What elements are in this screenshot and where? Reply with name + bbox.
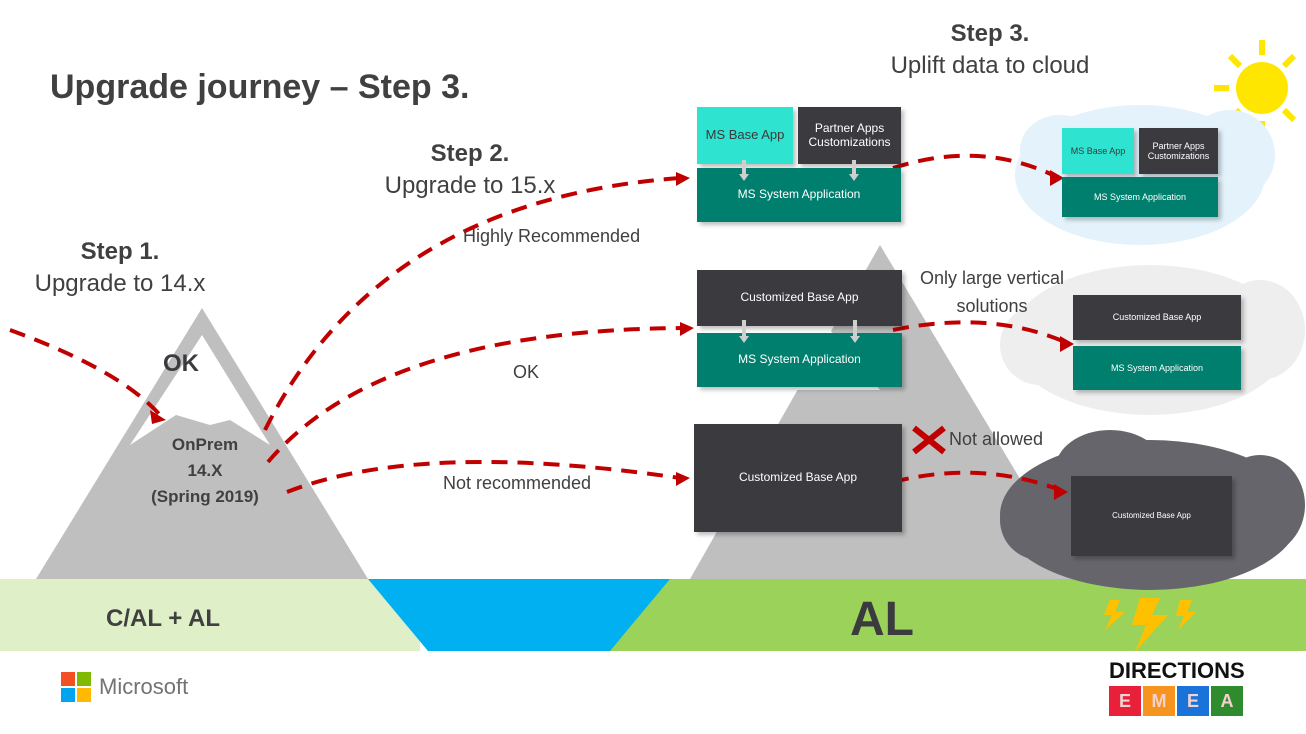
step-3: Step 3. Uplift data to cloud xyxy=(860,20,1120,80)
arrowhead xyxy=(1054,484,1068,500)
ground-left-label: C/AL + AL xyxy=(106,605,221,632)
ground-left xyxy=(0,579,420,651)
customized-base-app-box: Customized Base App xyxy=(697,270,902,326)
emea-tile-a: A xyxy=(1211,686,1243,716)
cloud-ms-system-app-box-2: MS System Application xyxy=(1073,346,1241,390)
arrow-highly-recommended xyxy=(263,176,681,431)
arrow-step3-top xyxy=(892,153,1056,178)
onprem-label: OnPrem 14.X (Spring 2019) xyxy=(130,432,280,510)
arrow-into-onprem xyxy=(9,328,162,417)
arrowhead xyxy=(1050,170,1064,186)
microsoft-wordmark: Microsoft xyxy=(99,674,189,699)
partner-apps-box: Partner Apps Customizations xyxy=(798,107,901,164)
microsoft-logo: Microsoft xyxy=(61,672,188,702)
onprem-ok-label: OK xyxy=(163,350,199,377)
customized-base-app-box-2: Customized Base App xyxy=(694,424,902,532)
note-only-large-vertical: Only large vertical solutions xyxy=(919,268,1065,316)
arrowhead xyxy=(1060,336,1074,352)
cloud-ms-system-app-box: MS System Application xyxy=(1062,177,1218,217)
arrow-not-recommended xyxy=(286,459,681,494)
cloud-partner-apps-box: Partner Apps Customizations xyxy=(1139,128,1218,174)
mountain-left xyxy=(36,308,368,579)
path-label-ok: OK xyxy=(513,362,540,382)
dependency-arrowhead xyxy=(849,174,859,181)
ms-base-app-box: MS Base App xyxy=(697,107,793,164)
dependency-arrow xyxy=(853,320,857,336)
dependency-arrow xyxy=(742,320,746,336)
arrowhead xyxy=(676,472,690,486)
emea-tile-e2: E xyxy=(1177,686,1209,716)
onprem-line-3: (Spring 2019) xyxy=(151,487,259,506)
step-2-subtitle: Upgrade to 15.x xyxy=(384,172,556,199)
arrowhead xyxy=(680,322,694,336)
directions-wordmark: DIRECTIONS xyxy=(1109,658,1245,683)
arrow-step3-middle xyxy=(892,320,1066,344)
step-2: Step 2. Upgrade to 15.x xyxy=(360,140,580,200)
step-1-heading: Step 1. xyxy=(80,238,160,265)
lightning-icon xyxy=(1104,598,1196,652)
water xyxy=(368,579,670,651)
storm-customized-base-app-box: Customized Base App xyxy=(1071,476,1232,556)
onprem-line-1: OnPrem xyxy=(171,435,239,454)
dependency-arrow xyxy=(742,160,746,174)
cloud-customized-base-app-box: Customized Base App xyxy=(1073,295,1241,340)
note-not-allowed: Not allowed xyxy=(949,429,1044,449)
onprem-line-2: 14.X xyxy=(187,461,223,480)
step-3-heading: Step 3. xyxy=(950,20,1030,47)
step-1-subtitle: Upgrade to 14.x xyxy=(34,270,206,297)
step-2-heading: Step 2. xyxy=(430,140,510,167)
mountain-left-snow xyxy=(130,335,270,445)
path-label-not-recommended: Not recommended xyxy=(443,473,592,493)
emea-tile-e: E xyxy=(1109,686,1141,716)
arrow-ok xyxy=(266,326,685,464)
ms-system-app-box-2: MS System Application xyxy=(697,333,902,387)
arrowhead xyxy=(150,410,166,424)
ground-right-label: AL xyxy=(850,593,914,646)
ground-right xyxy=(610,579,1306,651)
dependency-arrowhead xyxy=(739,174,749,181)
slide-title: Upgrade journey – Step 3. xyxy=(50,68,470,106)
not-allowed-x-icon xyxy=(912,425,946,455)
step-1: Step 1. Upgrade to 14.x xyxy=(10,238,230,298)
arrow-step3-bottom xyxy=(892,470,1061,492)
emea-tile-m: M xyxy=(1143,686,1175,716)
dependency-arrowhead xyxy=(739,336,749,343)
cloud-ms-base-app-box: MS Base App xyxy=(1062,128,1134,174)
step-3-subtitle: Uplift data to cloud xyxy=(890,52,1090,79)
dependency-arrow xyxy=(852,160,856,174)
microsoft-logo-icon xyxy=(61,672,91,702)
arrowhead xyxy=(676,172,690,186)
ms-system-app-box: MS System Application xyxy=(697,168,901,222)
dependency-arrowhead xyxy=(850,336,860,343)
path-label-highly-recommended: Highly Recommended xyxy=(463,226,641,246)
